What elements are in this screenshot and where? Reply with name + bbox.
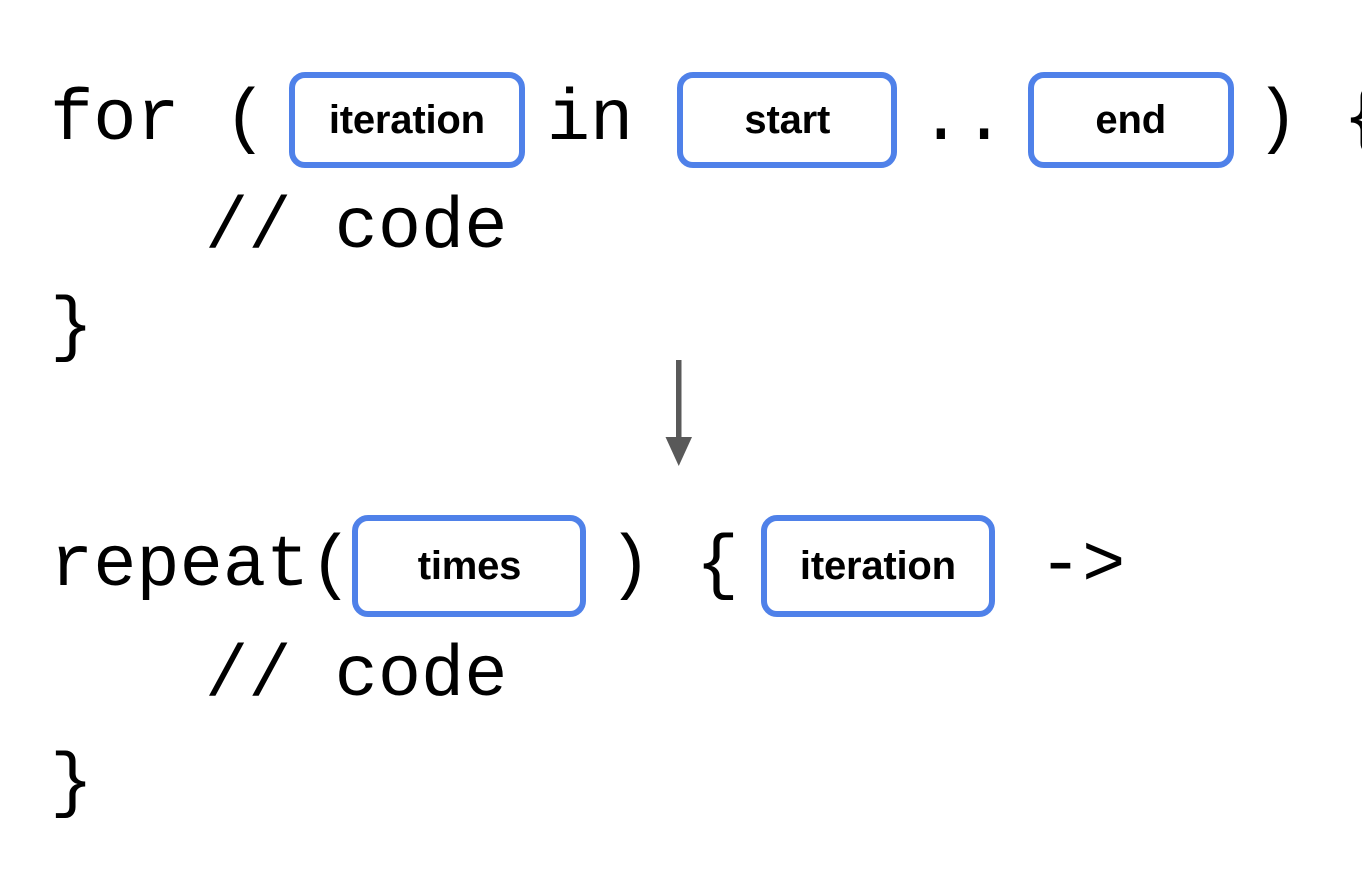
for-loop-body-comment: // code (205, 192, 507, 264)
for-keyword: for (50, 79, 180, 161)
in-keyword: in (546, 79, 634, 161)
open-brace: { (1343, 84, 1362, 156)
downward-transform-arrow (652, 360, 706, 472)
repeat-function-name: repeat (50, 525, 310, 607)
placeholder-chip-end[interactable]: end (1027, 72, 1234, 168)
open-paren: ( (223, 79, 267, 161)
repeat-loop-body-comment: // code (205, 640, 507, 712)
for-loop-signature-line: for ( iteration in start .. end ) { (50, 72, 1362, 168)
repeat-loop-close-brace: } (50, 748, 93, 820)
repeat-loop-signature-line: repeat ( times ) { iteration -> (50, 515, 1125, 617)
comment-text: // code (205, 187, 508, 269)
placeholder-chip-iteration[interactable]: iteration (760, 515, 995, 617)
close-brace: } (50, 743, 94, 825)
close-paren: ) (608, 525, 652, 607)
placeholder-chip-times[interactable]: times (352, 515, 587, 617)
open-paren: ( (309, 525, 353, 607)
open-brace: { (695, 525, 739, 607)
placeholder-chip-iteration[interactable]: iteration (288, 72, 525, 168)
close-paren: ) (1255, 79, 1299, 161)
close-brace: } (50, 287, 94, 369)
placeholder-chip-start[interactable]: start (677, 72, 898, 168)
for-loop-close-brace: } (50, 292, 93, 364)
range-operator: .. (919, 79, 1006, 161)
comment-text: // code (205, 635, 508, 717)
lambda-arrow: -> (1038, 525, 1126, 607)
